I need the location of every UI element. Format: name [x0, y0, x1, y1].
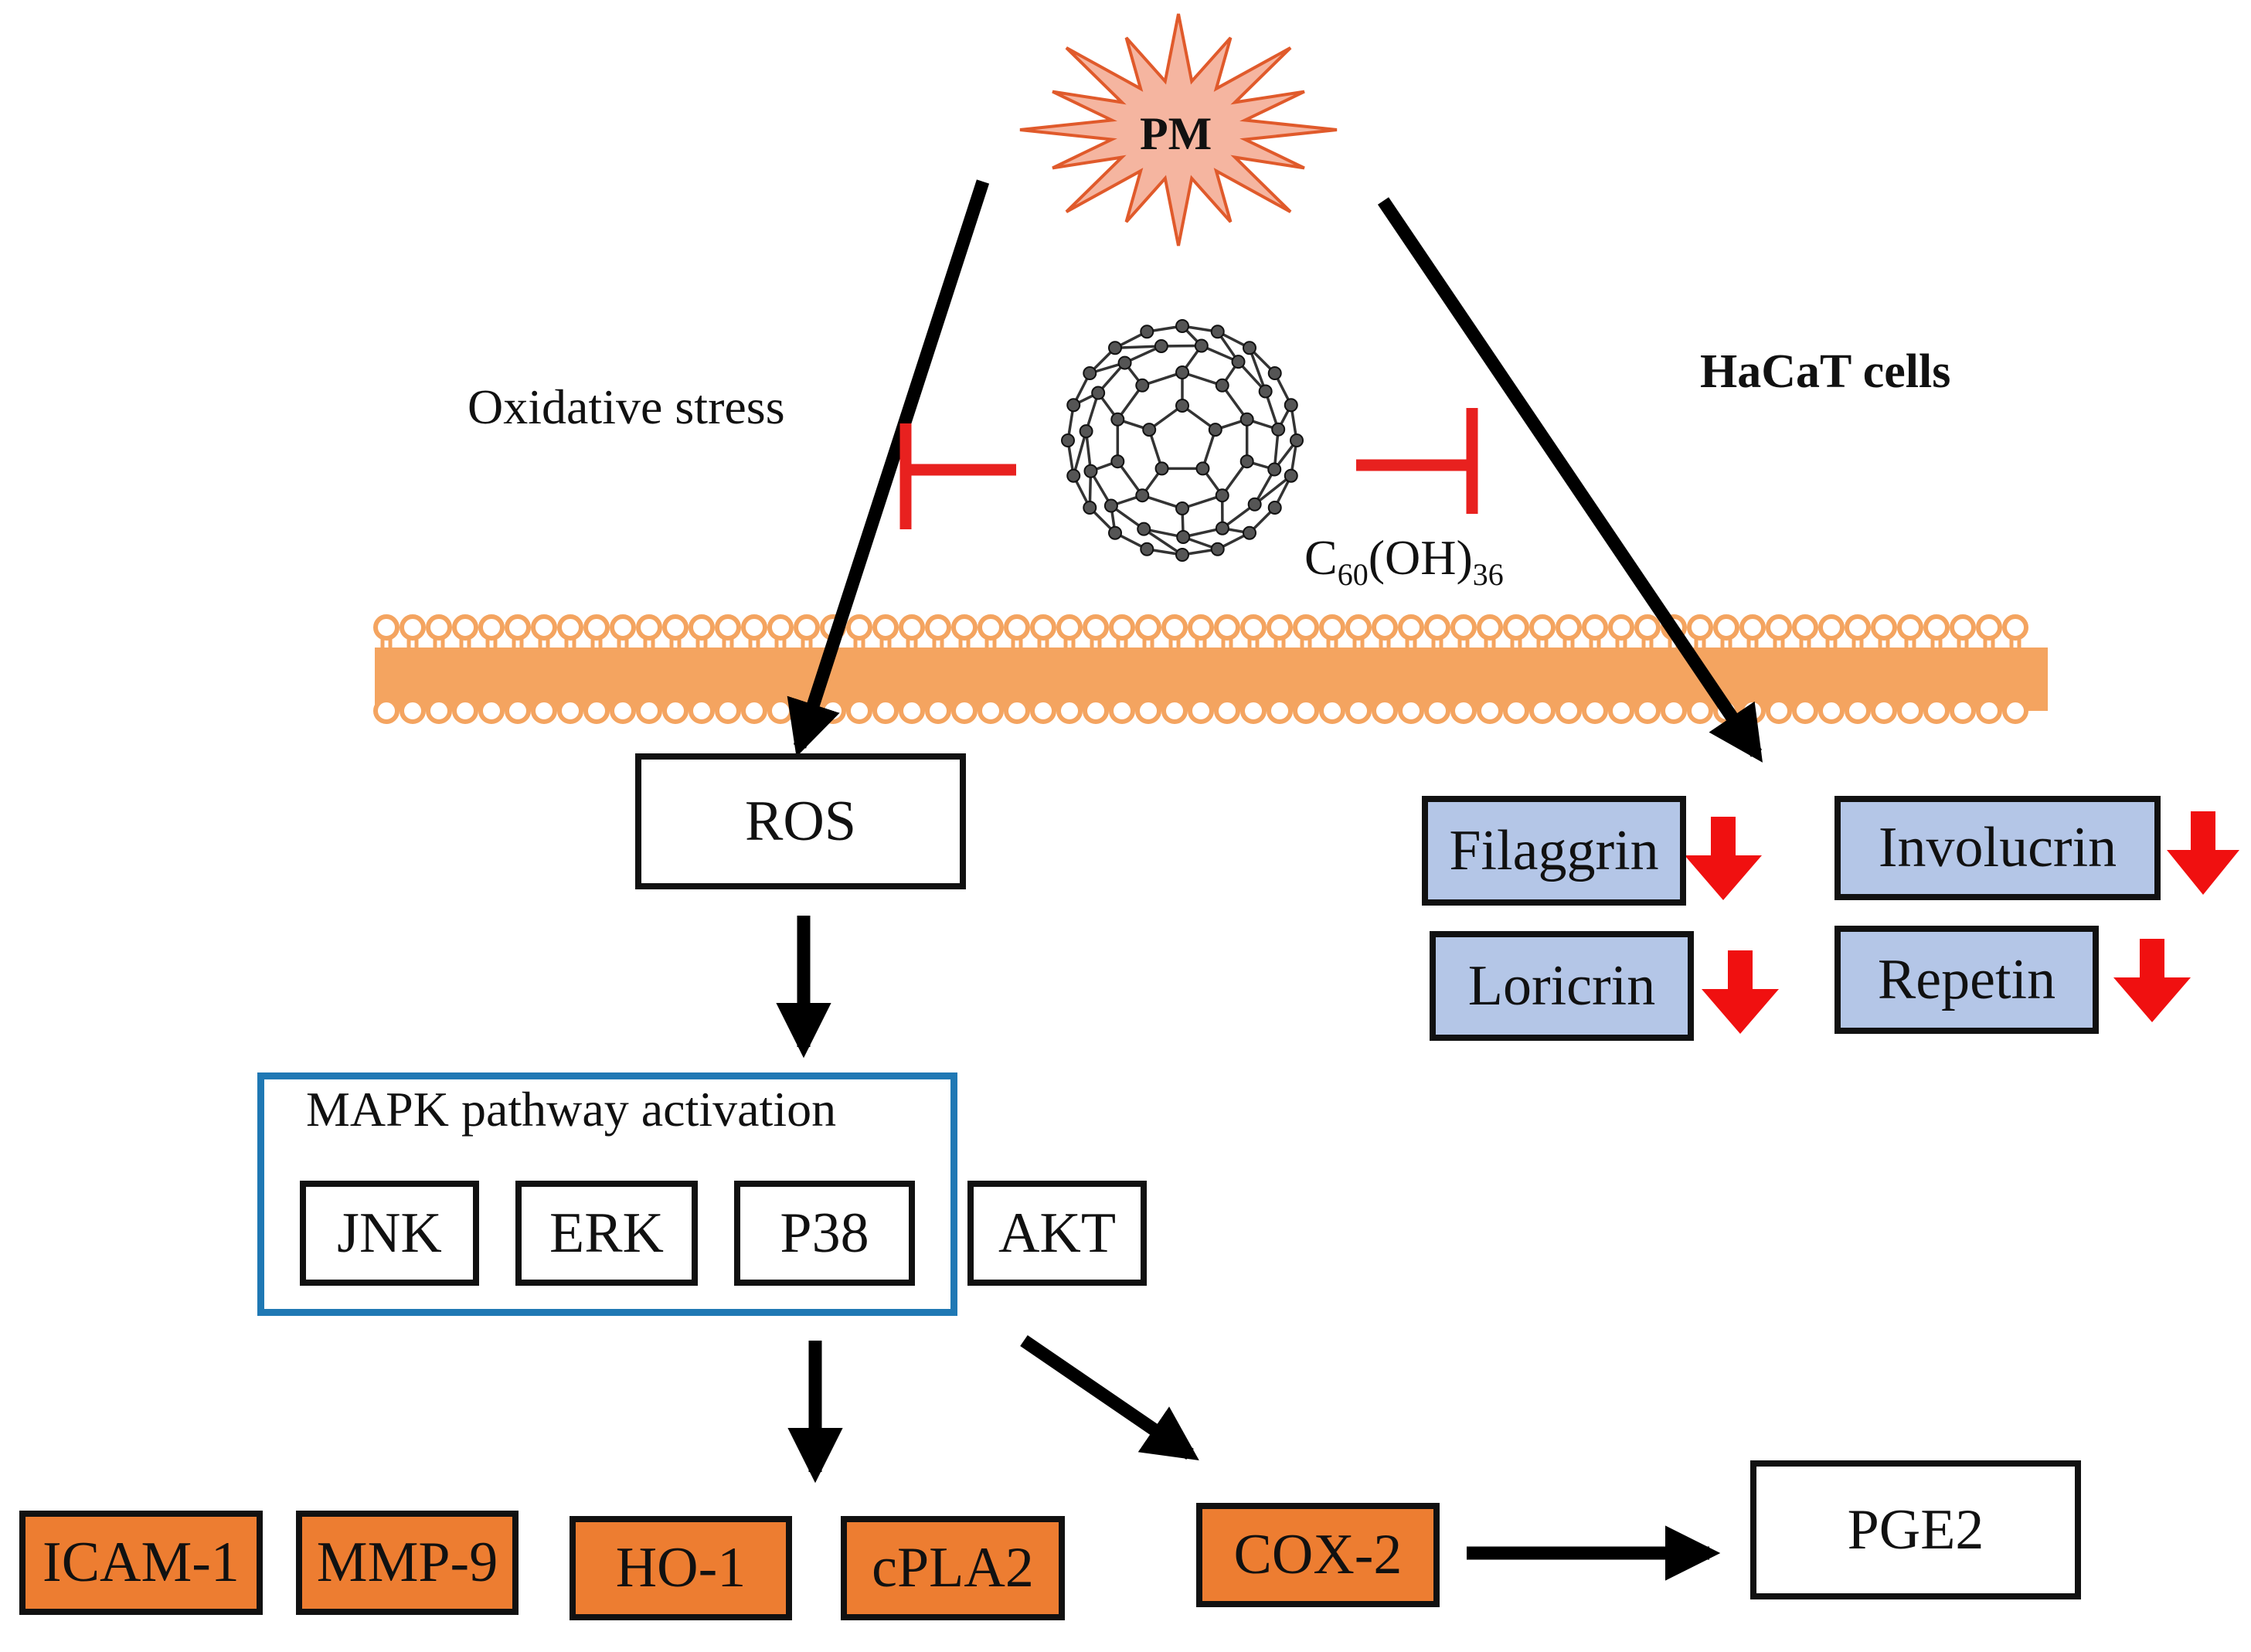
- oxidative-stress-label: Oxidative stress: [468, 379, 785, 434]
- filaggrin-box: Filaggrin: [1422, 796, 1686, 906]
- fullerene-molecule-icon: [1061, 319, 1304, 562]
- involucrin-down-arrow-icon: [2167, 811, 2239, 895]
- erk-box: ERK: [515, 1181, 698, 1286]
- inhibition-left: [899, 423, 1016, 529]
- icam-1-box: ICAM-1: [19, 1511, 263, 1615]
- mapk-title: MAPK pathway activation: [306, 1082, 837, 1137]
- compound-label: C60(OH)36: [1304, 533, 1504, 590]
- repetin-down-arrow-icon: [2113, 939, 2191, 1022]
- akt-box: AKT: [967, 1181, 1147, 1286]
- compound-group: (OH): [1368, 530, 1473, 585]
- mmp-9-box: MMP-9: [296, 1511, 519, 1615]
- repetin-box: Repetin: [1834, 926, 2099, 1034]
- cell-membrane: [373, 614, 2048, 724]
- jnk-box: JNK: [300, 1181, 479, 1286]
- arrow-akt-to-cox2: [1020, 1334, 1199, 1461]
- loricrin-down-arrow-icon: [1702, 950, 1779, 1034]
- compound-sub-hydroxyl: 36: [1472, 556, 1504, 592]
- pm-starburst: [1019, 13, 1338, 246]
- filaggrin-down-arrow-icon: [1685, 817, 1762, 900]
- pge2-box: PGE2: [1750, 1460, 2081, 1599]
- cox-2-box: COX-2: [1196, 1503, 1440, 1607]
- loricrin-box: Loricrin: [1430, 931, 1694, 1041]
- involucrin-box: Involucrin: [1834, 796, 2161, 900]
- arrow-pm-to-barrier-proteins: [1377, 197, 1763, 763]
- inhibition-right: [1356, 408, 1478, 514]
- mapk-pathway-frame: [257, 1072, 957, 1316]
- compound-sub-carbon: 60: [1337, 556, 1369, 592]
- arrow-pm-to-ros: [787, 179, 990, 757]
- hacat-cells-label: HaCaT cells: [1700, 345, 1951, 398]
- ho-1-box: HO-1: [570, 1516, 792, 1620]
- compound-base: C: [1304, 530, 1338, 585]
- ros-box: ROS: [635, 753, 966, 889]
- cpla2-box: cPLA2: [841, 1516, 1065, 1620]
- pm-label: PM: [1140, 108, 1212, 159]
- p38-box: P38: [734, 1181, 915, 1286]
